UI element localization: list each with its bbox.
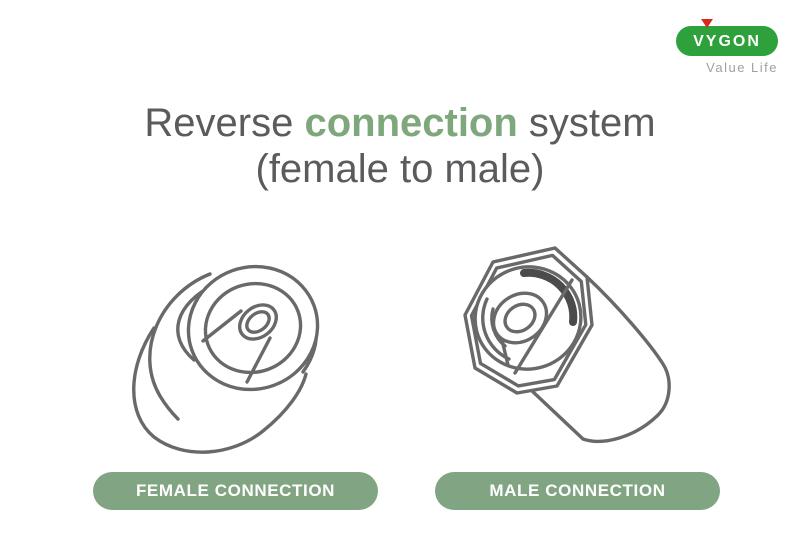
male-connection-badge: MALE CONNECTION (435, 472, 720, 510)
female-cone-line-2 (245, 336, 272, 384)
vygon-tagline: Value Life (706, 60, 778, 75)
male-thread-arc (520, 268, 578, 326)
female-cone-line-1 (201, 309, 243, 343)
male-body (529, 275, 671, 444)
male-tip-outer (491, 291, 549, 345)
page-title-line2: (female to male) (255, 147, 545, 191)
vygon-logo-pill: VYGON (676, 19, 778, 56)
vygon-logo: VYGON Value Life (676, 19, 778, 75)
female-collar-outer (148, 272, 212, 421)
vygon-logo-text: VYGON (693, 32, 761, 50)
title-suffix: system (517, 101, 656, 145)
vygon-triangle-icon (701, 19, 713, 28)
male-tip-inner (503, 302, 537, 334)
title-highlight: connection (304, 101, 518, 145)
page-title: Reverse connection system (female to mal… (0, 100, 800, 192)
female-body (132, 326, 308, 454)
female-opening-inner (245, 310, 271, 334)
male-connector-illustration (463, 246, 671, 444)
female-connection-badge: FEMALE CONNECTION (93, 472, 378, 510)
male-cone-line-2 (500, 338, 510, 367)
title-prefix: Reverse (144, 101, 305, 145)
female-face-inner-ring (203, 281, 303, 375)
page-title-line1: Reverse connection system (0, 100, 800, 146)
female-connector-illustration (132, 264, 320, 454)
male-thread-line-1 (481, 297, 511, 361)
